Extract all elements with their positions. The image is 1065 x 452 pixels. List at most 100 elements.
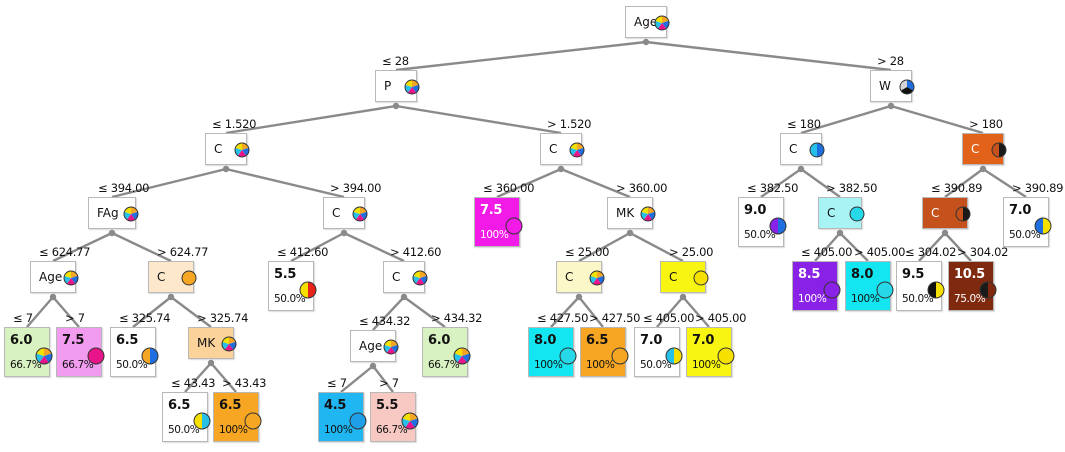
leaf-value-label: 9.0 — [744, 203, 767, 218]
tree-edge — [560, 167, 631, 199]
class-distribution-pie-icon — [955, 206, 971, 222]
class-distribution-pie-icon — [899, 79, 915, 95]
split-node-root[interactable]: Age — [625, 6, 670, 38]
tree-edge — [290, 231, 345, 263]
tree-edge — [550, 296, 580, 328]
class-distribution-pie-icon — [979, 281, 997, 299]
split-node-age2[interactable]: Age — [30, 261, 79, 293]
split-node-c10[interactable]: C — [818, 197, 865, 229]
leaf-node-leaf90a[interactable]: 9.0 50.0% — [738, 197, 787, 247]
split-node-c2[interactable]: C — [540, 133, 585, 165]
split-node-c4[interactable]: C — [148, 261, 197, 293]
class-distribution-pie-icon — [401, 412, 419, 430]
tree-edge — [343, 231, 405, 263]
leaf-node-leaf80b[interactable]: 8.0 100% — [845, 261, 894, 311]
edge-condition-label: ≤ 390.89 — [931, 181, 983, 195]
split-attribute-label: MK — [197, 336, 216, 350]
class-distribution-pie-icon — [769, 217, 787, 235]
split-node-mk1[interactable]: MK — [188, 327, 237, 359]
edge-condition-label: > 412.60 — [390, 245, 442, 259]
tree-edge — [26, 296, 54, 328]
tree-edge — [944, 168, 984, 198]
leaf-percentage-label: 100% — [219, 424, 248, 436]
edge-condition-label: > 7 — [65, 311, 85, 325]
edge-condition-label: ≤ 434.32 — [359, 314, 411, 328]
split-node-c5[interactable]: C — [383, 261, 428, 293]
split-node-age3[interactable]: Age — [350, 330, 399, 362]
tree-edge — [839, 232, 869, 262]
class-distribution-pie-icon — [35, 347, 53, 365]
leaf-percentage-label: 50.0% — [168, 424, 200, 436]
leaf-percentage-label: 100% — [851, 293, 880, 305]
split-attribute-label: FAg — [97, 206, 119, 220]
class-distribution-pie-icon — [849, 206, 865, 222]
split-node-fag[interactable]: FAg — [88, 197, 139, 229]
edge-condition-label: ≤ 304.02 — [905, 245, 957, 259]
leaf-node-leaf95[interactable]: 9.5 50.0% — [896, 261, 945, 311]
split-attribute-label: C — [157, 270, 166, 284]
class-distribution-pie-icon — [244, 412, 262, 430]
split-node-c9[interactable]: C — [962, 133, 1007, 165]
class-distribution-pie-icon — [234, 142, 250, 158]
class-distribution-pie-icon — [991, 142, 1007, 158]
split-node-mk2[interactable]: MK — [607, 197, 656, 229]
leaf-node-leaf75b[interactable]: 7.5 100% — [474, 197, 523, 247]
split-node-c8[interactable]: C — [780, 133, 825, 165]
split-node-c6[interactable]: C — [556, 261, 605, 293]
split-node-p[interactable]: P — [375, 70, 420, 102]
split-node-c7[interactable]: C — [660, 261, 709, 293]
split-node-w[interactable]: W — [870, 70, 915, 102]
leaf-percentage-label: 50.0% — [744, 229, 776, 241]
tree-edge — [111, 231, 172, 263]
class-distribution-pie-icon — [299, 281, 317, 299]
split-node-c11[interactable]: C — [922, 197, 971, 229]
edge-condition-label: ≤ 7 — [13, 311, 33, 325]
leaf-value-label: 7.5 — [480, 203, 503, 218]
leaf-percentage-label: 75.0% — [954, 293, 986, 305]
tree-edge — [170, 296, 212, 328]
class-distribution-pie-icon — [123, 206, 139, 222]
leaf-value-label: 6.0 — [10, 333, 33, 348]
leaf-node-leaf65b[interactable]: 6.5 50.0% — [162, 392, 211, 442]
leaf-percentage-label: 100% — [480, 229, 509, 241]
leaf-value-label: 6.5 — [168, 398, 191, 413]
tree-edge — [814, 232, 841, 262]
tree-edge — [372, 365, 394, 393]
tree-edge — [578, 231, 631, 263]
leaf-percentage-label: 50.0% — [902, 293, 934, 305]
class-distribution-pie-icon — [1034, 217, 1052, 235]
class-distribution-pie-icon — [181, 270, 197, 286]
edge-condition-label: > 7 — [379, 376, 399, 390]
split-node-c3[interactable]: C — [323, 197, 368, 229]
leaf-value-label: 8.0 — [851, 267, 874, 282]
split-node-c1[interactable]: C — [205, 133, 250, 165]
class-distribution-pie-icon — [141, 347, 159, 365]
edge-condition-label: > 304.02 — [957, 245, 1009, 259]
leaf-value-label: 9.5 — [902, 267, 925, 282]
leaf-value-label: 7.0 — [1009, 203, 1032, 218]
edge-condition-label: ≤ 382.50 — [747, 181, 799, 195]
tree-edge — [403, 296, 446, 328]
edge-condition-label: ≤ 25.00 — [565, 245, 610, 259]
edge-condition-label: ≤ 325.74 — [119, 311, 171, 325]
tree-edge — [132, 296, 172, 328]
tree-edge — [340, 365, 374, 393]
edge-condition-label: > 405.00 — [854, 245, 906, 259]
edge-condition-label: ≤ 180 — [787, 117, 821, 131]
leaf-percentage-label: 50.0% — [116, 359, 148, 371]
